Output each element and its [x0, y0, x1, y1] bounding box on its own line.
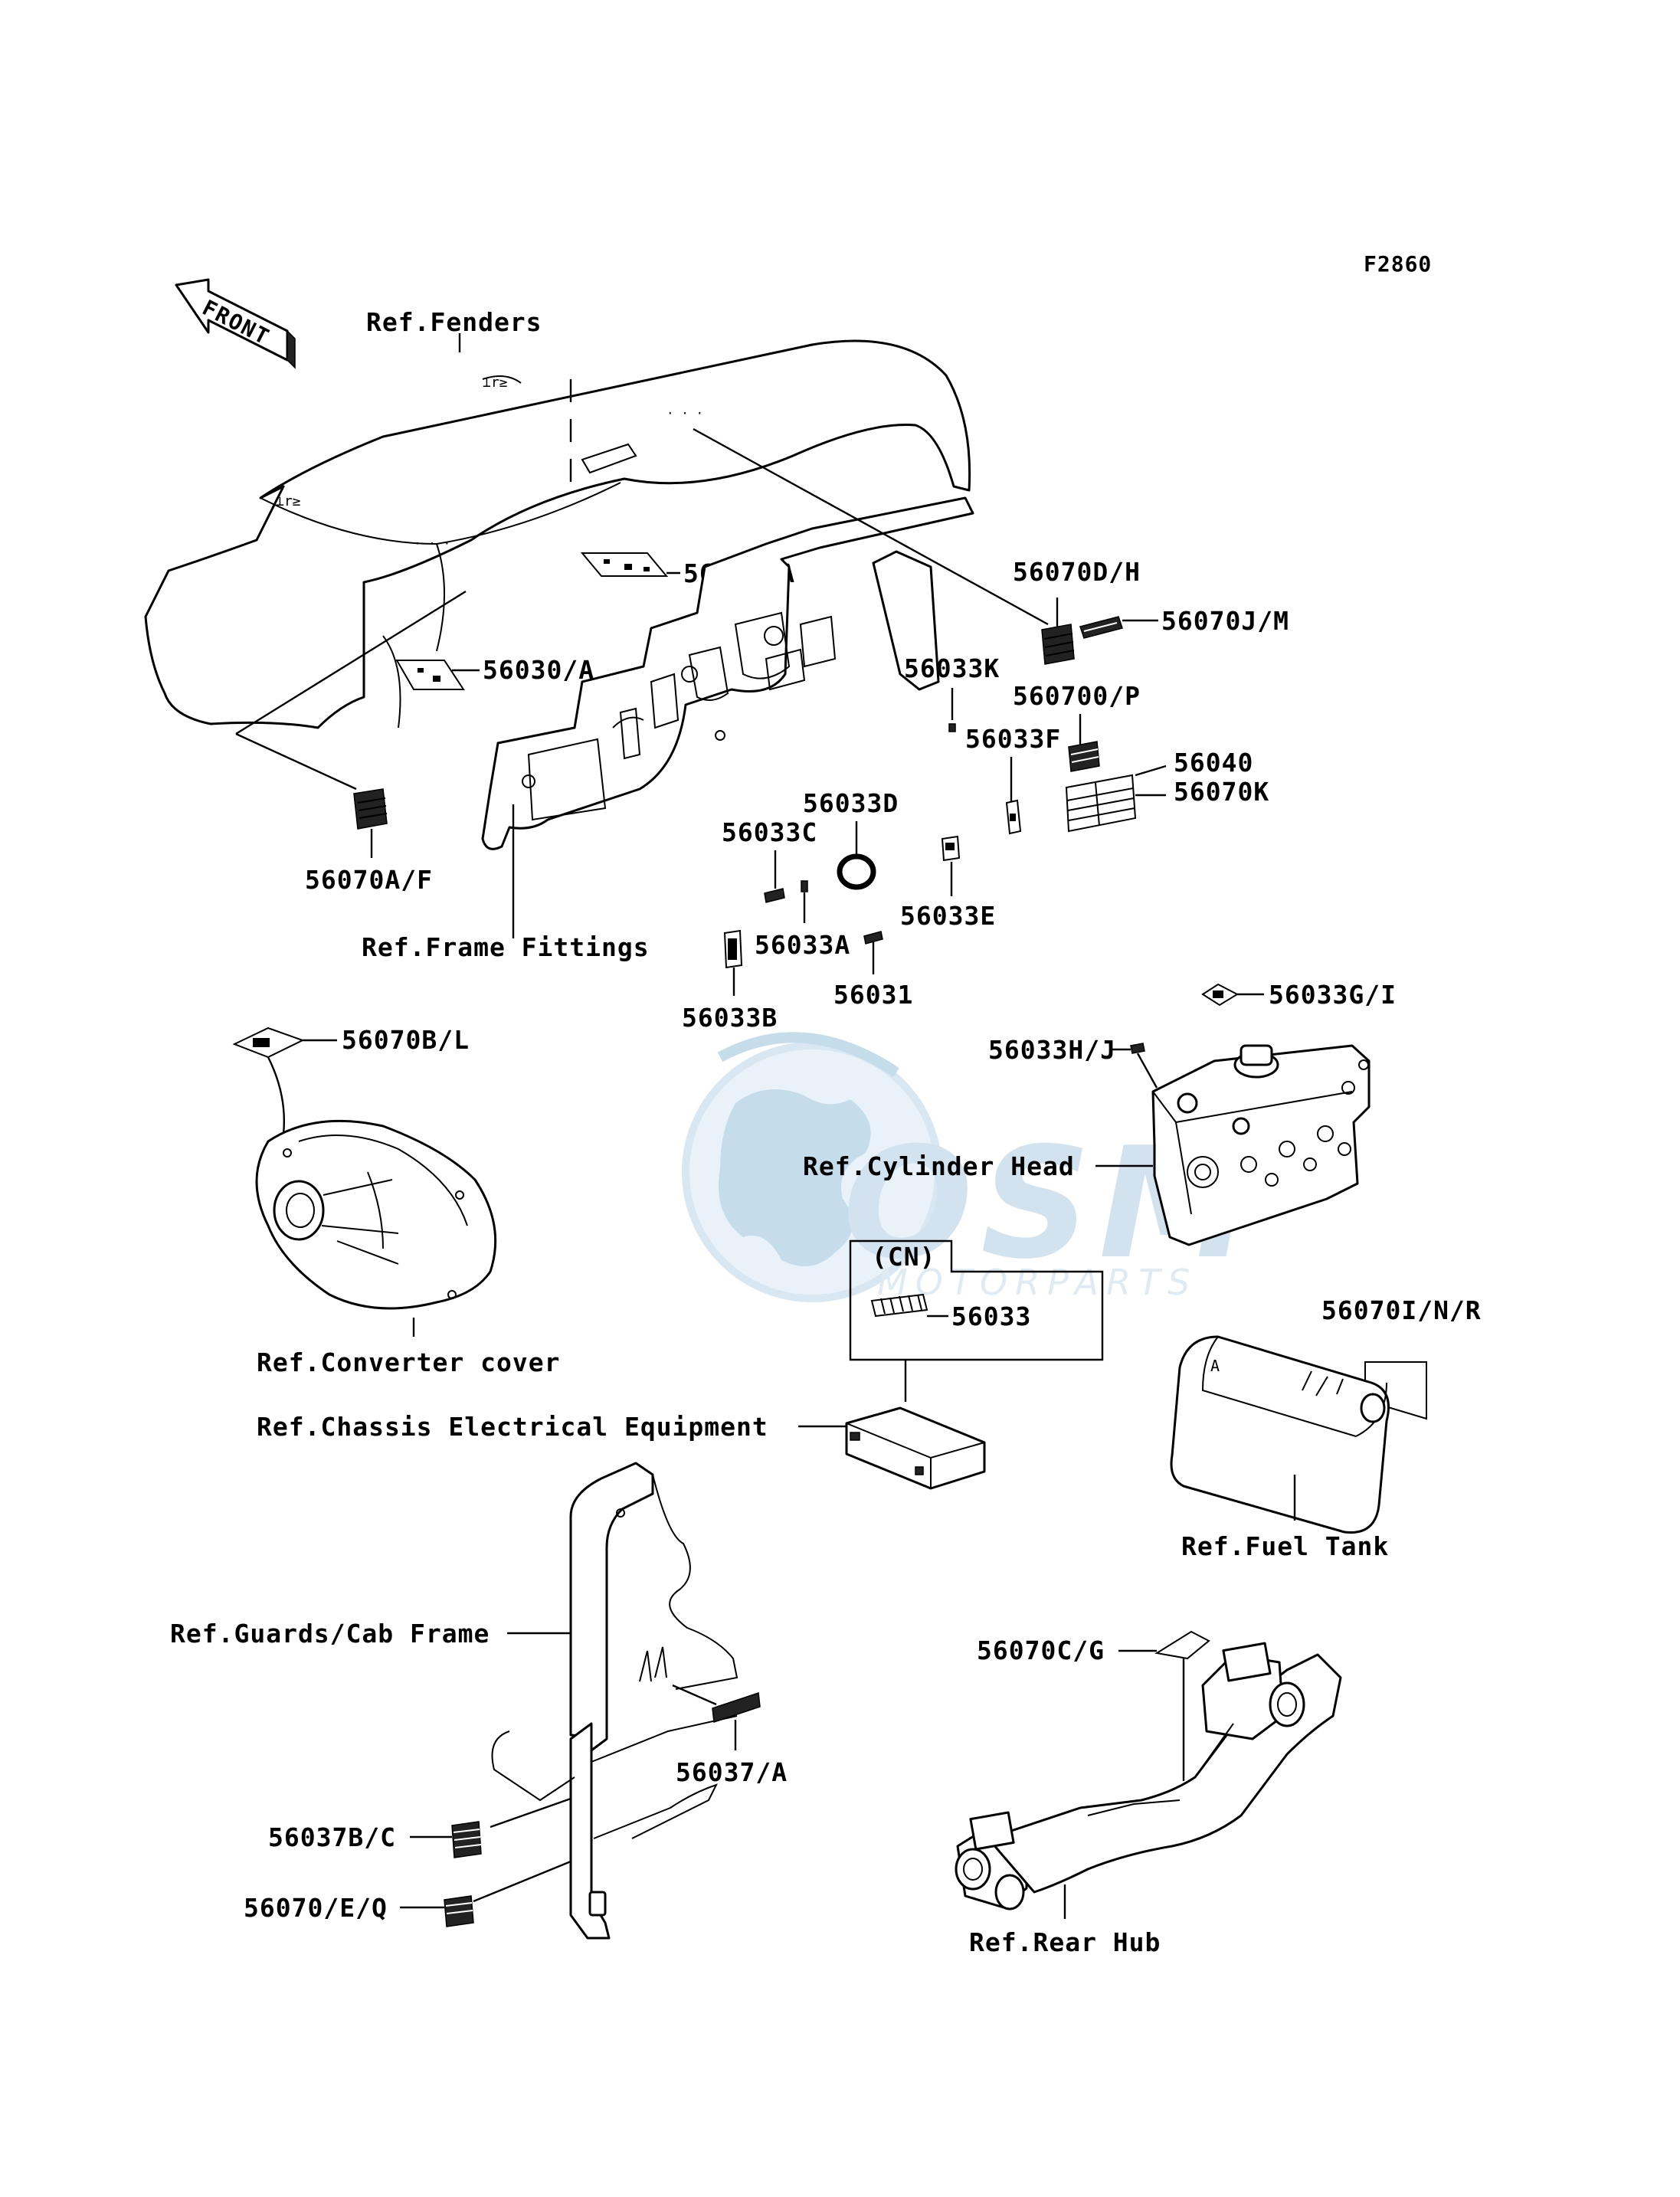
- decal-56031: [863, 931, 883, 945]
- ref-converter-cover: Ref.Converter cover: [257, 1347, 561, 1377]
- part-56070af: 56070A/F: [305, 865, 433, 895]
- fender-mark-3: · · ·: [414, 536, 450, 551]
- leader-fender-b: [235, 732, 357, 791]
- leader-56033hj-b: [1136, 1053, 1158, 1089]
- decal-56033hj: [1130, 1043, 1145, 1054]
- fender-mark-1: ⊥r≥: [483, 375, 508, 391]
- cn-box: [849, 1239, 1104, 1361]
- part-56033hj: 56033H/J: [988, 1035, 1116, 1065]
- part-56030a-left: 56030/A: [483, 655, 594, 685]
- decal-56033gi: [1201, 983, 1240, 1007]
- cab-frame-drawing: [491, 1462, 738, 1940]
- ref-cylinder-head: Ref.Cylinder Head: [803, 1151, 1075, 1181]
- decal-56030a-top: [580, 552, 669, 577]
- part-56070dh: 56070D/H: [1013, 557, 1141, 587]
- decal-56033k: [948, 723, 956, 732]
- ref-frame-fittings: Ref.Frame Fittings: [362, 932, 650, 962]
- ref-guards-cab-frame: Ref.Guards/Cab Frame: [170, 1619, 490, 1649]
- leader-56070eq-a: [473, 1860, 571, 1903]
- decal-56070af: [353, 788, 388, 830]
- part-56033d: 56033D: [803, 788, 899, 818]
- part-56033gi: 56033G/I: [1269, 980, 1397, 1010]
- frame-fittings-drawing: [481, 496, 974, 850]
- part-56033k: 56033K: [904, 653, 1000, 683]
- decal-56037bc: [451, 1821, 482, 1858]
- part-56070bl: 56070B/L: [342, 1025, 470, 1055]
- watermark-globe-icon: [682, 1042, 942, 1302]
- ref-chassis-electrical: Ref.Chassis Electrical Equipment: [257, 1412, 768, 1442]
- decal-56033c: [764, 888, 785, 903]
- decal-56040-56070k: [1065, 774, 1137, 833]
- part-56033e: 56033E: [900, 901, 996, 931]
- decal-56070bl: [232, 1026, 305, 1059]
- leader-fender-a: [235, 590, 467, 735]
- decal-56033e: [941, 835, 961, 862]
- part-56070eq: 56070/E/Q: [244, 1893, 388, 1923]
- ref-rear-hub: Ref.Rear Hub: [969, 1927, 1161, 1957]
- part-56033b: 56033B: [682, 1003, 778, 1033]
- part-560700p: 560700/P: [1013, 681, 1141, 711]
- fender-mark-2: ⊥r≥: [276, 493, 301, 509]
- decal-56033d: [837, 853, 876, 890]
- fuel-tank-mark-a: A: [1210, 1357, 1220, 1375]
- leader-56037a-a: [672, 1684, 717, 1706]
- fender-mark-4: · · ·: [666, 406, 703, 421]
- front-arrow-label: FRONT: [198, 295, 274, 350]
- leader-56037bc-a: [490, 1797, 571, 1829]
- decal-56033f: [1005, 799, 1022, 835]
- decal-56070cg: [1154, 1630, 1210, 1660]
- decal-56030a-left: [395, 660, 465, 690]
- part-56031: 56031: [833, 980, 913, 1010]
- part-56070jm: 56070J/M: [1161, 606, 1289, 636]
- part-56033f: 56033F: [965, 724, 1061, 754]
- decal-56033: [870, 1293, 928, 1318]
- part-56033c: 56033C: [722, 817, 817, 847]
- part-56070cg: 56070C/G: [977, 1635, 1105, 1665]
- decal-56033b: [723, 929, 743, 969]
- leader-converter-top: [267, 1056, 286, 1135]
- decal-56070eq: [444, 1895, 474, 1927]
- part-56070inr: 56070I/N/R: [1321, 1295, 1482, 1325]
- leader-56040: [1135, 765, 1167, 777]
- cylinder-head-drawing: [1151, 1044, 1371, 1246]
- watermark: OSM MOTORPARTS: [682, 1032, 1251, 1303]
- cn-label: (CN): [872, 1242, 935, 1272]
- part-56040: 56040: [1174, 748, 1253, 778]
- rear-hub-drawing: [955, 1642, 1342, 1911]
- converter-cover-drawing: [255, 1119, 497, 1310]
- front-arrow-icon: FRONT: [175, 278, 296, 369]
- watermark-swoosh: [717, 1032, 899, 1077]
- chassis-electrical-drawing: [845, 1406, 986, 1490]
- decal-56037a: [712, 1691, 761, 1724]
- decal-560700p: [1068, 741, 1100, 772]
- part-56037a: 56037/A: [676, 1757, 788, 1787]
- watermark-sub: MOTORPARTS: [877, 1262, 1197, 1303]
- watermark-continents: [719, 1089, 871, 1266]
- ref-fenders: Ref.Fenders: [366, 307, 542, 337]
- part-56033: 56033: [951, 1302, 1031, 1331]
- fenders-drawing: ⊥r≥ ⊥r≥ · · · · · ·: [144, 339, 971, 729]
- figure-code: F2860: [1364, 251, 1432, 277]
- leader-56070dh-long: [693, 427, 1049, 626]
- part-56033a: 56033A: [755, 930, 850, 960]
- part-56037bc: 56037B/C: [268, 1822, 396, 1852]
- fuel-tank-drawing: A: [1170, 1335, 1390, 1534]
- ref-fuel-tank: Ref.Fuel Tank: [1181, 1531, 1389, 1561]
- decal-56033a: [801, 880, 808, 892]
- decal-56070jm: [1079, 616, 1123, 639]
- decal-56070dh: [1041, 624, 1075, 665]
- part-56070k: 56070K: [1174, 777, 1269, 807]
